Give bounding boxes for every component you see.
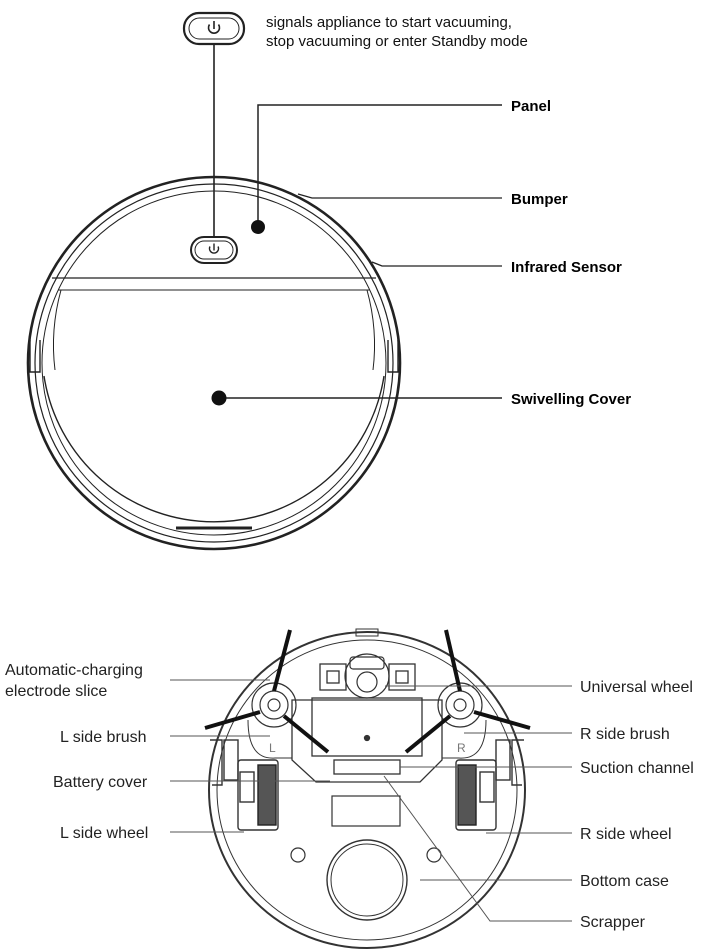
top-view (26, 11, 502, 551)
wheel-mark-right: R (457, 741, 466, 755)
bottom-features (290, 795, 442, 921)
infrared-leader (371, 261, 502, 267)
panel-power-button (190, 236, 238, 264)
l-side-wheel (223, 739, 279, 831)
r-side-wheel (455, 739, 511, 831)
label-universal-wheel: Universal wheel (580, 679, 693, 696)
label-bumper: Bumper (511, 191, 568, 208)
label-infrared-sensor: Infrared Sensor (511, 259, 622, 276)
power-button-callout (182, 11, 246, 46)
robot-top-body (26, 175, 402, 551)
cover-dot (211, 390, 227, 406)
panel-leader (257, 104, 502, 226)
label-panel: Panel (511, 98, 551, 115)
label-l-side-wheel: L side wheel (60, 825, 148, 842)
wheel-mark-left: L (269, 741, 276, 755)
power-icon (208, 243, 220, 254)
label-bottom-case: Bottom case (580, 873, 669, 890)
note-line-1: signals appliance to start vacuuming, (266, 14, 512, 31)
r-side-brush (404, 629, 531, 759)
charging-electrodes (319, 663, 416, 691)
label-l-side-brush: L side brush (60, 729, 147, 746)
universal-wheel (344, 653, 390, 699)
bottom-leaders (170, 679, 572, 922)
label-charging-1: Automatic-charging (5, 662, 143, 679)
label-battery-cover: Battery cover (53, 774, 148, 791)
label-swivelling-cover: Swivelling Cover (511, 391, 631, 408)
label-scrapper: Scrapper (580, 914, 646, 931)
label-r-side-brush: R side brush (580, 726, 670, 743)
robot-bottom-body (208, 628, 526, 949)
l-side-brush (204, 629, 330, 759)
bottom-view (170, 628, 572, 949)
label-r-side-wheel: R side wheel (580, 826, 672, 843)
bumper-leader (297, 193, 502, 199)
label-suction-channel: Suction channel (580, 760, 694, 777)
power-icon (207, 21, 221, 34)
note-line-2: stop vacuuming or enter Standby mode (266, 33, 528, 50)
panel-dot (251, 220, 265, 234)
label-charging-2: electrode slice (5, 683, 107, 700)
